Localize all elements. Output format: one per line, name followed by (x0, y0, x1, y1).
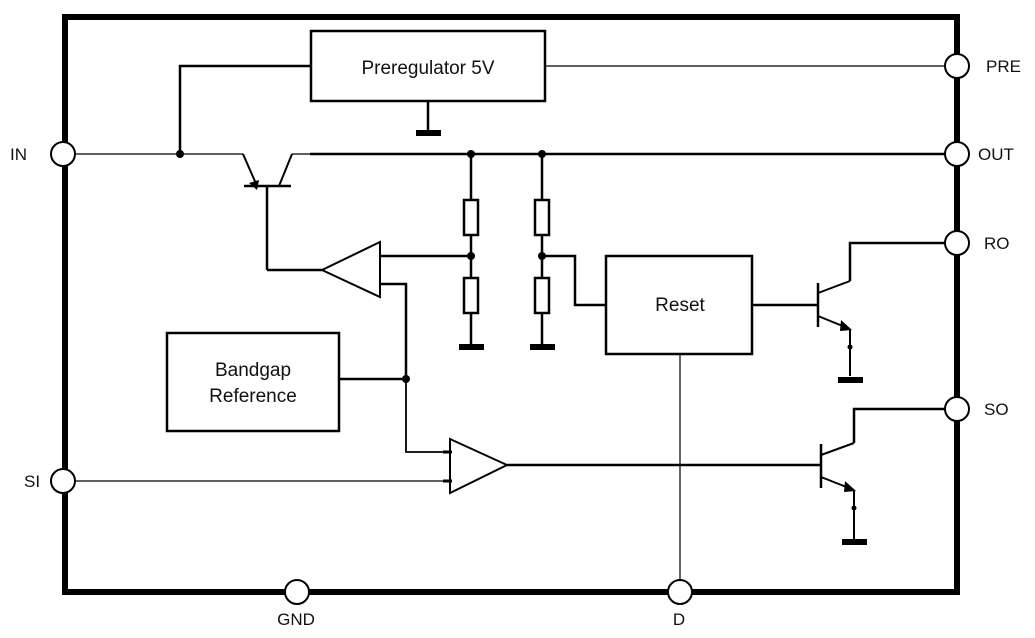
pin-out-terminal-icon[interactable] (944, 141, 970, 167)
pin-d-terminal-icon[interactable] (667, 579, 693, 605)
pin-si-terminal-icon[interactable] (50, 468, 76, 494)
ground-icon (530, 344, 555, 350)
pin-ro-label: RO (984, 234, 1010, 253)
pass-transistor-icon (242, 153, 293, 270)
pin-gnd[interactable]: GND (277, 579, 315, 629)
ic-package-outline (62, 14, 960, 595)
bandgap-reference-block: Bandgap Reference (165, 331, 341, 433)
reset-output-transistor-icon (816, 241, 945, 383)
resistor-icon (462, 198, 480, 237)
pin-so-terminal-icon[interactable] (944, 396, 970, 422)
pin-pre-terminal-icon[interactable] (944, 53, 970, 79)
ground-icon (842, 539, 867, 545)
preregulator-label: Preregulator 5V (361, 58, 494, 79)
ground-icon (459, 344, 484, 350)
ground-icon (838, 377, 863, 383)
pin-in-terminal-icon[interactable] (50, 141, 76, 167)
sense-comparator-icon (449, 437, 510, 495)
preregulator-block: Preregulator 5V (309, 29, 547, 103)
pin-si[interactable]: SI (24, 468, 76, 494)
junction-dot (176, 150, 184, 158)
voltage-divider-reset (530, 154, 555, 350)
reset-label: Reset (655, 295, 705, 316)
pin-pre[interactable]: PRE (944, 53, 1021, 79)
pin-ro-terminal-icon[interactable] (944, 230, 970, 256)
pin-out[interactable]: OUT (944, 141, 1014, 167)
pin-d-label: D (673, 610, 685, 629)
voltage-divider-regulation (459, 154, 484, 350)
pin-ro[interactable]: RO (944, 230, 1010, 256)
resistor-icon (462, 276, 480, 315)
wire-ref-to-comparator (405, 379, 450, 453)
wire-ref-to-amp (380, 282, 408, 379)
pin-gnd-terminal-icon[interactable] (284, 579, 310, 605)
pin-in-label: IN (10, 145, 27, 164)
pin-gnd-label: GND (277, 610, 315, 629)
wire-divider-to-reset (542, 254, 606, 307)
pin-so[interactable]: SO (944, 396, 1009, 422)
sense-output-transistor-icon (819, 407, 945, 545)
pin-in[interactable]: IN (10, 141, 76, 167)
resistor-icon (533, 276, 551, 315)
wire-in-preregulator (178, 64, 311, 154)
junction-dot (467, 252, 475, 260)
preregulator-ground-icon (416, 101, 441, 136)
bandgap-label-line2: Reference (209, 386, 297, 407)
error-amplifier-icon (319, 240, 381, 299)
reset-block: Reset (604, 254, 754, 356)
resistor-icon (533, 198, 551, 237)
pin-so-label: SO (984, 400, 1009, 419)
pin-d[interactable]: D (667, 579, 693, 629)
bandgap-label-line1: Bandgap (215, 360, 291, 381)
pin-si-label: SI (24, 472, 40, 491)
pin-pre-label: PRE (986, 57, 1021, 76)
pin-out-label: OUT (978, 145, 1014, 164)
